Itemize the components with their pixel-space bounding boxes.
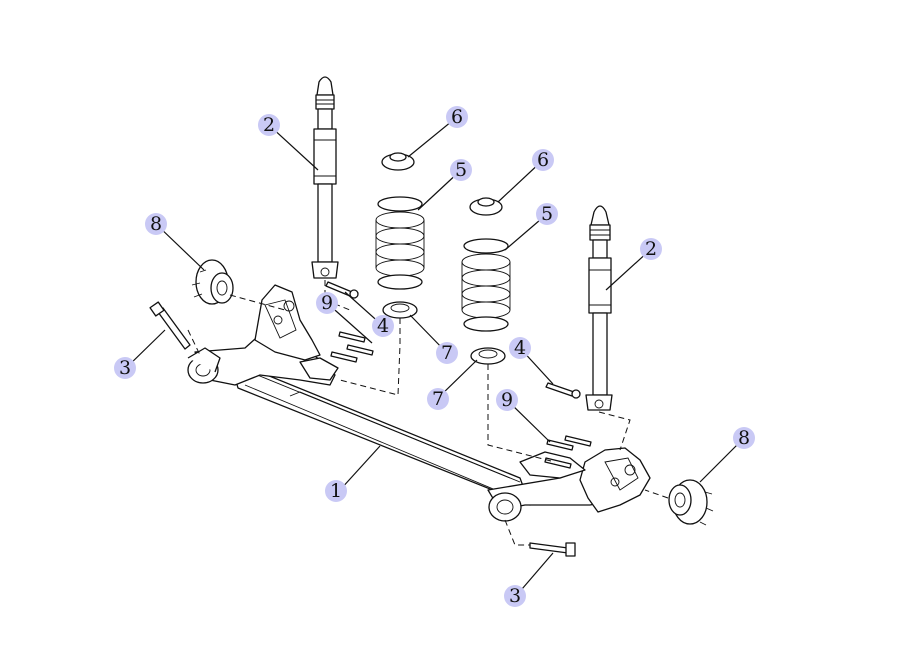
coil-spring-left	[375, 196, 425, 290]
callout-bubble	[427, 388, 449, 410]
callout-number: 1	[330, 480, 342, 502]
hub-bolts-right	[544, 435, 592, 469]
twist-beam-axle	[187, 284, 651, 522]
callout-3: 3	[504, 585, 526, 607]
callout-number: 6	[537, 149, 549, 171]
callout-number: 9	[501, 389, 513, 411]
callout-8: 8	[733, 427, 755, 449]
callout-bubble	[733, 427, 755, 449]
callout-bubble	[114, 357, 136, 379]
callout-bubble	[325, 480, 347, 502]
callout-2: 2	[640, 238, 662, 260]
callout-9: 9	[496, 389, 518, 411]
pivot-bolt-right	[529, 542, 576, 557]
callout-bubble	[446, 106, 468, 128]
callout-number: 8	[150, 213, 162, 235]
callout-bubble	[316, 292, 338, 314]
wheel-hub-right	[668, 479, 714, 526]
callout-bubble	[145, 213, 167, 235]
lower-spring-pad-left	[382, 301, 418, 319]
callout-bubble	[496, 389, 518, 411]
callout-bubble	[504, 585, 526, 607]
wheel-hub-left	[191, 259, 234, 305]
callout-1: 1	[325, 480, 347, 502]
shock-absorber-left	[311, 76, 339, 279]
callout-number: 2	[263, 114, 275, 136]
lower-spring-pad-right	[470, 347, 506, 365]
callout-number: 8	[738, 427, 750, 449]
callout-bubble	[640, 238, 662, 260]
upper-spring-seat-right	[469, 197, 503, 216]
callout-8: 8	[145, 213, 167, 235]
callout-number: 3	[509, 585, 521, 607]
callout-bubble	[509, 337, 531, 359]
callout-bubble	[536, 203, 558, 225]
callout-number: 7	[441, 342, 453, 364]
callout-number: 5	[541, 203, 553, 225]
callout-2: 2	[258, 114, 280, 136]
callout-bubble	[436, 342, 458, 364]
callout-7: 7	[436, 342, 458, 364]
callout-number: 7	[432, 388, 444, 410]
callout-4: 4	[509, 337, 531, 359]
callout-4: 4	[372, 315, 394, 337]
callout-7: 7	[427, 388, 449, 410]
coil-spring-right	[461, 238, 511, 332]
hub-bolts-left	[330, 331, 374, 363]
shock-absorber-right	[585, 205, 613, 411]
callout-number: 5	[455, 159, 467, 181]
callout-bubble	[372, 315, 394, 337]
callout-bubble	[532, 149, 554, 171]
callout-number: 2	[645, 238, 657, 260]
callout-bubble	[258, 114, 280, 136]
callout-3: 3	[114, 357, 136, 379]
callout-number: 4	[514, 337, 526, 359]
callout-5: 5	[536, 203, 558, 225]
callout-5: 5	[450, 159, 472, 181]
callout-6: 6	[446, 106, 468, 128]
callout-9: 9	[316, 292, 338, 314]
callout-number: 4	[377, 315, 389, 337]
shock-mount-bolt-right	[545, 382, 581, 399]
callout-labels: 1 2 2 3 3 4 4 5 5 6 6 7 7 8 8 9 9	[114, 106, 755, 607]
callout-6: 6	[532, 149, 554, 171]
pivot-bolt-left	[149, 301, 191, 350]
callout-number: 9	[321, 292, 333, 314]
callout-number: 6	[451, 106, 463, 128]
upper-spring-seat-left	[381, 152, 415, 171]
callout-bubble	[450, 159, 472, 181]
callout-number: 3	[119, 357, 131, 379]
